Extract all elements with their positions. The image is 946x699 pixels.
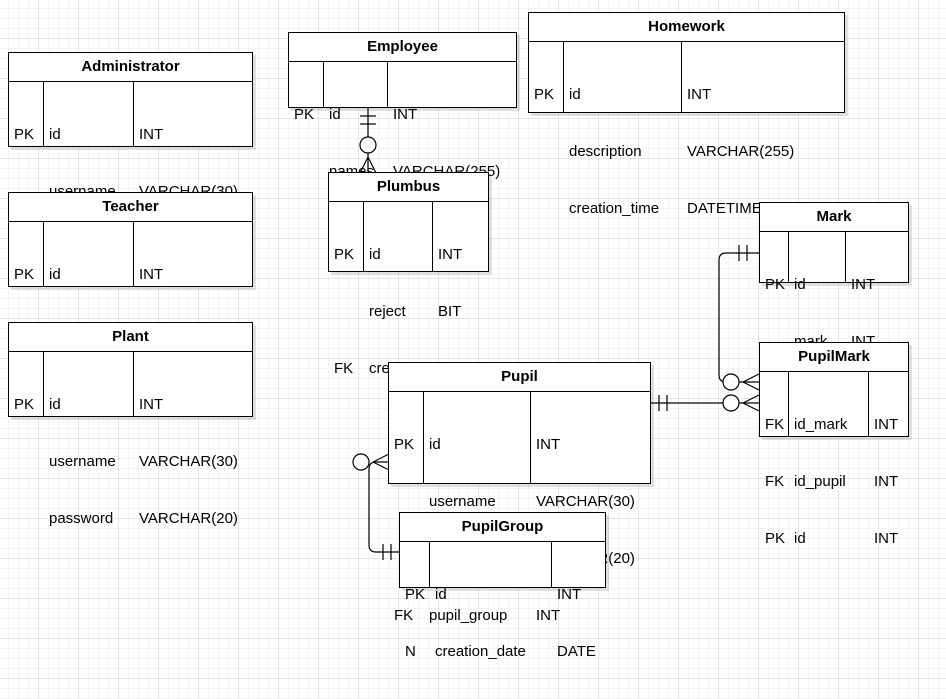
field-key: PK bbox=[394, 436, 415, 453]
field-type: INT bbox=[536, 436, 561, 453]
field-key bbox=[14, 509, 39, 528]
entity-homework[interactable]: Homework PK id description creation_time… bbox=[528, 12, 845, 217]
field-type: INT bbox=[438, 246, 463, 263]
field-key: PK bbox=[405, 586, 426, 603]
entity-title: PupilGroup bbox=[400, 513, 605, 542]
field-key: FK bbox=[765, 416, 785, 433]
field-name: id bbox=[369, 246, 381, 263]
field-type: VARCHAR(30) bbox=[139, 453, 238, 470]
field-name: reject bbox=[369, 303, 406, 320]
field-name: id bbox=[429, 436, 441, 453]
field-type: INT bbox=[874, 473, 899, 490]
field-key: PK bbox=[334, 246, 355, 263]
field-name: username bbox=[429, 493, 496, 510]
field-name: id bbox=[569, 86, 581, 103]
field-type: INT bbox=[536, 607, 561, 624]
field-type: INT bbox=[874, 416, 899, 433]
field-key bbox=[14, 452, 39, 471]
entity-title: PupilMark bbox=[760, 343, 908, 372]
field-key: PK bbox=[294, 106, 315, 123]
field-type: INT bbox=[139, 396, 164, 413]
entity-teacher[interactable]: Teacher PK id username password INT VARC… bbox=[8, 192, 253, 397]
field-name: id_mark bbox=[794, 416, 848, 433]
field-key: PK bbox=[534, 86, 555, 103]
field-name: id bbox=[49, 126, 61, 143]
field-type: INT bbox=[874, 530, 899, 547]
field-key bbox=[534, 142, 559, 161]
entity-pupilgroup[interactable]: PupilGroup PK N id creation_date INT DAT… bbox=[399, 512, 606, 660]
field-key: PK bbox=[14, 266, 35, 283]
field-type: VARCHAR(30) bbox=[536, 493, 635, 510]
entity-title: Pupil bbox=[389, 363, 650, 392]
field-key bbox=[534, 199, 559, 218]
field-type: DATETIME bbox=[687, 200, 762, 217]
field-key bbox=[334, 302, 359, 321]
field-type: INT bbox=[851, 276, 876, 293]
field-type: VARCHAR(255) bbox=[687, 143, 795, 160]
field-name: id bbox=[794, 276, 806, 293]
field-name: password bbox=[49, 510, 114, 527]
entity-title: Homework bbox=[529, 13, 844, 42]
field-name: id bbox=[435, 586, 447, 603]
field-name: id_pupil bbox=[794, 473, 846, 490]
field-name: creation_time bbox=[569, 200, 660, 217]
entity-plumbus[interactable]: Plumbus PK FK id reject creator INT BIT … bbox=[328, 172, 489, 377]
field-key: N bbox=[405, 643, 416, 660]
entity-mark[interactable]: Mark PK id mark INT INT bbox=[759, 202, 909, 350]
relationship-pupil-pupilmark[interactable] bbox=[651, 394, 760, 412]
field-key: PK bbox=[14, 126, 35, 143]
field-key: PK bbox=[14, 396, 35, 413]
entity-plant[interactable]: Plant PK id username password INT VARCHA… bbox=[8, 322, 253, 527]
field-type: DATE bbox=[557, 643, 596, 660]
field-type: INT bbox=[139, 126, 164, 143]
relationship-mark-pupilmark[interactable] bbox=[718, 245, 760, 391]
field-name: creation_date bbox=[435, 643, 526, 660]
entity-administrator[interactable]: Administrator PK id username password IN… bbox=[8, 52, 253, 257]
field-key bbox=[294, 162, 319, 181]
field-key: FK bbox=[394, 607, 414, 624]
entity-title: Administrator bbox=[9, 53, 252, 82]
field-name: id bbox=[329, 106, 341, 123]
entity-title: Plumbus bbox=[329, 173, 488, 202]
field-key: PK bbox=[765, 276, 786, 293]
field-key: FK bbox=[765, 473, 785, 490]
field-name: id bbox=[49, 266, 61, 283]
entity-pupilmark[interactable]: PupilMark FK FK PK id_mark id_pupil id I… bbox=[759, 342, 909, 547]
entity-title: Plant bbox=[9, 323, 252, 352]
field-type: VARCHAR(20) bbox=[139, 510, 238, 527]
entity-title: Teacher bbox=[9, 193, 252, 222]
field-name: username bbox=[49, 453, 116, 470]
field-type: BIT bbox=[438, 303, 462, 320]
field-name: description bbox=[569, 143, 642, 160]
field-key: PK bbox=[765, 530, 786, 547]
field-name: pupil_group bbox=[429, 607, 508, 624]
entity-employee[interactable]: Employee PK id names INT VARCHAR(255) bbox=[288, 32, 517, 180]
field-type: INT bbox=[393, 106, 418, 123]
field-type: INT bbox=[557, 586, 582, 603]
field-key bbox=[394, 492, 419, 511]
field-key: FK bbox=[334, 360, 354, 377]
field-type: INT bbox=[687, 86, 712, 103]
entity-title: Employee bbox=[289, 33, 516, 62]
entity-pupil[interactable]: Pupil PK FK id username password pupil_g… bbox=[388, 362, 651, 624]
field-type: INT bbox=[139, 266, 164, 283]
entity-title: Mark bbox=[760, 203, 908, 232]
field-name: id bbox=[49, 396, 61, 413]
field-name: id bbox=[794, 530, 806, 547]
